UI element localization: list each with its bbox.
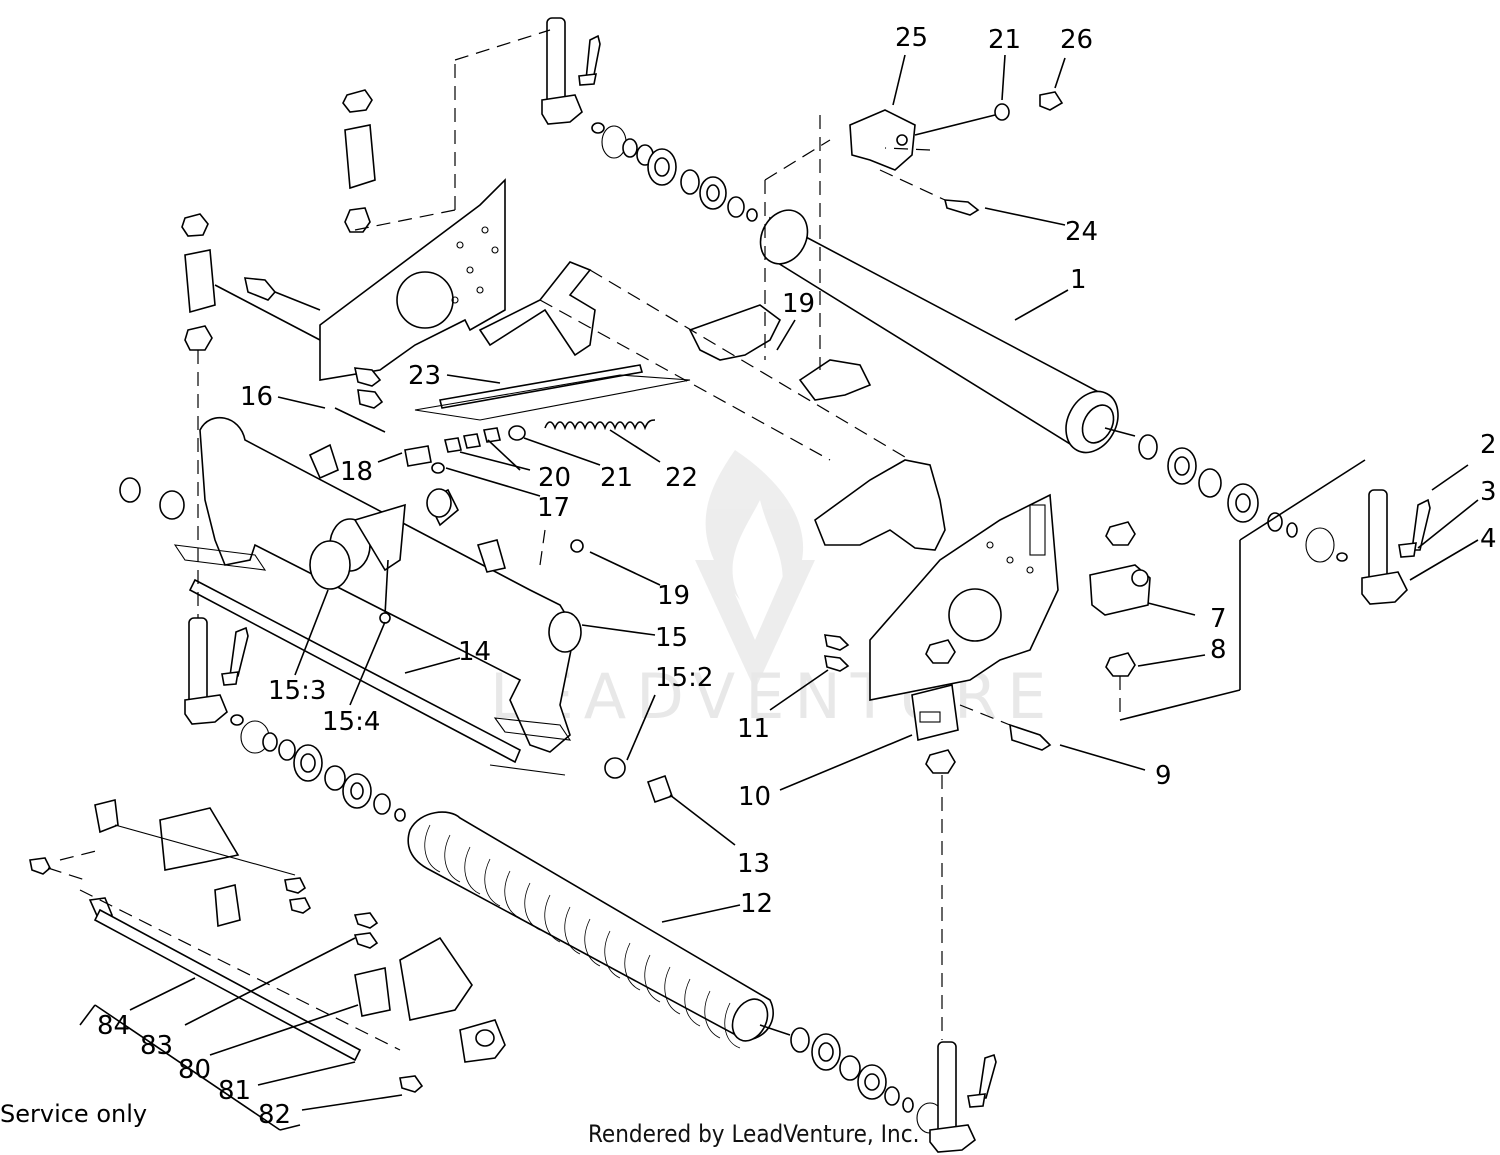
callout-4: 4 <box>1480 524 1497 554</box>
callout-23: 23 <box>408 361 441 391</box>
left-clamps <box>181 29 551 620</box>
callout-21: 21 <box>988 25 1021 55</box>
center-linkage <box>119 364 691 804</box>
callout-15-3: 15:3 <box>268 676 326 706</box>
callout-15-4: 15:4 <box>322 707 380 737</box>
callout-15-2: 15:2 <box>655 663 713 693</box>
callout-26: 26 <box>1060 25 1093 55</box>
render-credit: Rendered by LeadVenture, Inc. <box>588 1120 919 1148</box>
callout-8: 8 <box>1210 635 1227 665</box>
height-adjust-assembly <box>824 459 1366 1040</box>
callout-labels: 25 21 26 24 1 19 23 16 18 20 21 22 17 2 … <box>97 23 1497 1130</box>
callout-16: 16 <box>240 382 273 412</box>
callout-82: 82 <box>258 1100 291 1130</box>
service-only-label: Service only <box>0 1100 147 1128</box>
callout-18: 18 <box>340 457 373 487</box>
callout-14: 14 <box>458 637 491 667</box>
callout-19-lower: 19 <box>657 581 690 611</box>
rear-roller-assembly <box>184 617 997 1153</box>
callout-10: 10 <box>738 782 771 812</box>
callout-84: 84 <box>97 1011 130 1041</box>
callout-1: 1 <box>1070 265 1087 295</box>
callout-9: 9 <box>1155 761 1172 791</box>
service-kit <box>29 799 506 1131</box>
callout-25: 25 <box>895 23 928 53</box>
callout-19: 19 <box>782 289 815 319</box>
callout-17: 17 <box>537 493 570 523</box>
guide-lines <box>764 115 931 370</box>
callout-2: 2 <box>1480 430 1497 460</box>
callout-81: 81 <box>218 1076 251 1106</box>
callout-21-center: 21 <box>600 463 633 493</box>
callout-7: 7 <box>1210 604 1227 634</box>
callout-11: 11 <box>737 714 770 744</box>
callout-13: 13 <box>737 849 770 879</box>
callout-22: 22 <box>665 463 698 493</box>
callout-20: 20 <box>538 463 571 493</box>
side-plates <box>319 178 1059 701</box>
leader-lines <box>129 54 1479 1111</box>
callout-3: 3 <box>1480 477 1497 507</box>
callout-80: 80 <box>178 1055 211 1085</box>
callout-83: 83 <box>140 1031 173 1061</box>
front-roller-assembly <box>541 17 1431 605</box>
callout-15: 15 <box>655 623 688 653</box>
callout-24: 24 <box>1065 217 1098 247</box>
callout-12: 12 <box>740 889 773 919</box>
